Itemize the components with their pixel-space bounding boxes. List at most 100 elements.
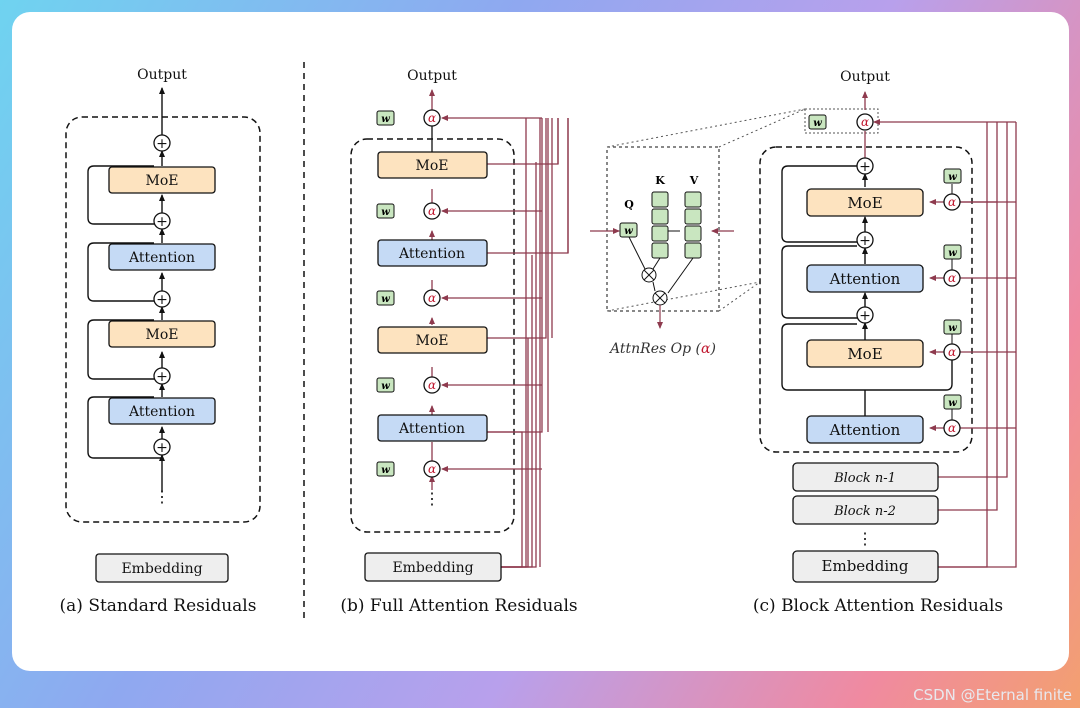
svg-text:α: α [428, 291, 436, 305]
svg-text:Attention: Attention [398, 421, 465, 437]
moe-block: MoE [806, 339, 924, 368]
multiply-node [641, 267, 657, 283]
block-n-minus-1: Block n-1 [792, 462, 939, 492]
add-node: + [153, 438, 171, 456]
svg-text:+: + [156, 136, 168, 152]
embedding-block: Embedding [95, 553, 229, 583]
svg-text:+: + [156, 369, 168, 385]
w-query-box: w [376, 290, 395, 306]
svg-text:Embedding: Embedding [121, 561, 202, 577]
panel-block-attention-residuals: Output [753, 69, 1017, 616]
svg-text:Embedding: Embedding [392, 560, 473, 576]
alpha-node: α [423, 109, 441, 127]
output-label: Output [840, 69, 890, 85]
svg-text:Embedding: Embedding [822, 557, 909, 575]
svg-text:w: w [948, 323, 957, 334]
alpha-node: α [423, 289, 441, 307]
svg-text:w: w [948, 248, 957, 259]
key-stack [651, 191, 669, 259]
svg-text:MoE: MoE [146, 327, 179, 343]
svg-text:α: α [428, 462, 436, 476]
svg-text:+: + [859, 233, 871, 249]
w-query-box: w [943, 244, 962, 260]
multiply-node [652, 290, 668, 306]
alpha-node: α [423, 202, 441, 220]
svg-text:MoE: MoE [416, 333, 449, 349]
w-query-box: w [943, 168, 962, 184]
caption-a: (a) Standard Residuals [60, 596, 257, 616]
ellipsis: ⋮ [154, 487, 170, 506]
svg-text:w: w [381, 465, 390, 476]
architecture-diagram: Output + + + + + MoE Attention MoE Atten… [60, 62, 1017, 620]
attention-block: Attention [377, 239, 488, 267]
caption-b: (b) Full Attention Residuals [340, 596, 577, 616]
layer-stack-frame [65, 116, 261, 523]
w-query-box: w [376, 377, 395, 393]
w-query-box: w [376, 203, 395, 219]
moe-block: MoE [377, 326, 488, 354]
ellipsis: ⋮ [857, 529, 873, 548]
svg-text:MoE: MoE [847, 345, 882, 363]
panel-full-attention-residuals: Output [340, 68, 577, 616]
alpha-node: α [943, 269, 961, 287]
attention-block: Attention [108, 243, 216, 271]
svg-text:w: w [948, 398, 957, 409]
moe-block: MoE [108, 166, 216, 194]
attention-block: Attention [108, 397, 216, 425]
add-node: + [153, 367, 171, 385]
svg-text:Attention: Attention [398, 246, 465, 262]
watermark: CSDN @Eternal finite [913, 686, 1072, 704]
svg-text:+: + [156, 214, 168, 230]
moe-block: MoE [806, 188, 924, 217]
svg-text:α: α [428, 111, 436, 125]
attention-block: Attention [806, 415, 924, 444]
svg-text:w: w [948, 172, 957, 183]
output-label: Output [407, 68, 457, 84]
svg-text:α: α [948, 195, 956, 209]
block-frame [759, 146, 973, 453]
svg-text:α: α [948, 271, 956, 285]
value-stack [684, 191, 702, 259]
attention-block: Attention [806, 264, 924, 293]
moe-block: MoE [108, 320, 216, 348]
svg-text:Attention: Attention [128, 250, 195, 266]
add-node: + [856, 157, 874, 175]
svg-text:w: w [381, 381, 390, 392]
add-node: + [856, 306, 874, 324]
svg-text:+: + [859, 159, 871, 175]
svg-text:Attention: Attention [829, 270, 901, 288]
ellipsis: ⋮ [424, 489, 440, 508]
svg-text:α: α [948, 345, 956, 359]
attention-block: Attention [377, 414, 488, 442]
output-label: Output [137, 67, 187, 83]
svg-text:w: w [381, 294, 390, 305]
svg-text:α: α [948, 421, 956, 435]
svg-text:w: w [381, 114, 390, 125]
svg-text:α: α [428, 204, 436, 218]
svg-text:w: w [624, 226, 633, 237]
svg-text:MoE: MoE [847, 194, 882, 212]
attnres-op-label: AttnRes Op (α) [608, 341, 716, 357]
panel-standard-residuals: Output + + + + + MoE Attention MoE Atten… [60, 67, 261, 616]
caption-c: (c) Block Attention Residuals [753, 596, 1003, 616]
w-query-box: w [376, 461, 395, 477]
add-node: + [153, 212, 171, 230]
k-label: K [655, 174, 665, 187]
inset-frame [606, 146, 720, 312]
alpha-node: α [423, 460, 441, 478]
moe-block: MoE [377, 151, 488, 179]
add-node: + [856, 231, 874, 249]
svg-text:+: + [156, 440, 168, 456]
w-query-box: w [808, 114, 827, 130]
embedding-block: Embedding [364, 552, 502, 582]
figure-card: Output + + + + + MoE Attention MoE Atten… [12, 12, 1069, 671]
svg-text:+: + [156, 292, 168, 308]
svg-text:Attention: Attention [829, 421, 901, 439]
svg-text:w: w [381, 207, 390, 218]
embedding-block: Embedding [792, 550, 939, 583]
alpha-node: α [943, 343, 961, 361]
svg-text:MoE: MoE [416, 158, 449, 174]
w-query-box: w [619, 222, 638, 238]
svg-text:MoE: MoE [146, 173, 179, 189]
svg-text:α: α [861, 115, 869, 129]
